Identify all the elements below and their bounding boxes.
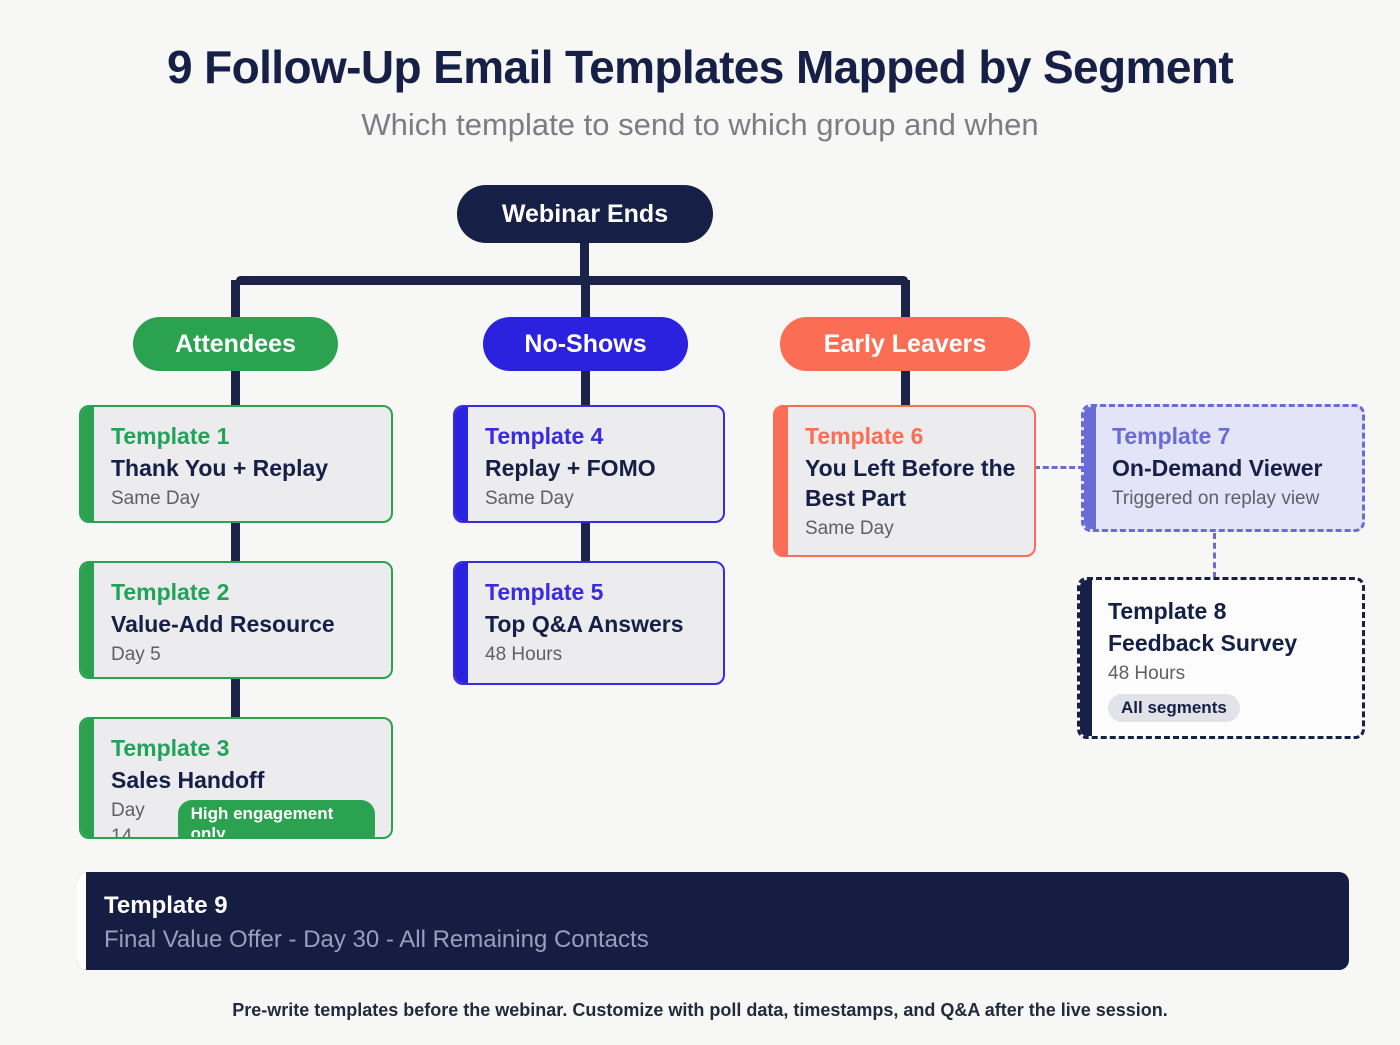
- template-card-2-timing: Day 5: [111, 644, 161, 665]
- template-card-5-label: Template 5: [485, 579, 604, 605]
- connector-t6-to-t7: [1034, 466, 1084, 469]
- template-card-6[interactable]: Template 6 You Left Before the Best Part…: [773, 405, 1036, 557]
- template-card-4-label: Template 4: [485, 423, 604, 449]
- template-card-5-name: Top Q&A Answers: [485, 611, 684, 637]
- card-accent-bar: [81, 407, 94, 521]
- template-card-7-name: On-Demand Viewer: [1112, 455, 1323, 481]
- node-webinar-ends-label: Webinar Ends: [501, 199, 669, 228]
- connector-drop-noshows: [581, 280, 590, 322]
- template-card-8-badge: All segments: [1108, 694, 1240, 722]
- segment-pill-no-shows-label: No-Shows: [524, 329, 647, 358]
- template-card-4-timing: Same Day: [485, 488, 574, 509]
- segment-pill-no-shows[interactable]: No-Shows: [483, 317, 688, 371]
- connector-drop-early: [901, 280, 910, 322]
- template-card-9-banner[interactable]: Template 9 Final Value Offer - Day 30 - …: [77, 872, 1349, 970]
- segment-pill-attendees[interactable]: Attendees: [133, 317, 338, 371]
- card-accent-bar: [455, 407, 468, 521]
- connector-t4-to-t5: [581, 520, 590, 574]
- card-accent-bar: [455, 563, 468, 683]
- connector-t1-to-t2: [231, 520, 240, 574]
- connector-early-to-t6: [901, 366, 910, 414]
- template-card-7[interactable]: Template 7 On-Demand Viewer Triggered on…: [1081, 404, 1365, 532]
- connector-t7-to-t8: [1213, 533, 1216, 578]
- connector-root-stem: [580, 243, 589, 278]
- footnote: Pre-write templates before the webinar. …: [232, 1000, 1168, 1020]
- segment-pill-early-leavers[interactable]: Early Leavers: [780, 317, 1030, 371]
- template-card-2-name: Value-Add Resource: [111, 611, 335, 637]
- connector-bus: [236, 276, 908, 285]
- template-card-8-timing: 48 Hours: [1108, 663, 1186, 684]
- template-card-7-label: Template 7: [1112, 423, 1231, 449]
- template-card-7-timing: Triggered on replay view: [1112, 488, 1320, 509]
- card-accent-bar: [1084, 407, 1096, 529]
- connector-drop-attendees: [231, 280, 240, 322]
- node-webinar-ends[interactable]: Webinar Ends: [457, 185, 713, 243]
- template-card-6-name: You Left Before the Best Part: [805, 455, 1016, 511]
- template-card-1-timing: Same Day: [111, 488, 200, 509]
- template-card-3-name: Sales Handoff: [111, 767, 265, 793]
- template-card-3-label: Template 3: [111, 735, 230, 761]
- template-card-8-label: Template 8: [1108, 598, 1227, 624]
- template-card-9-label: Template 9: [104, 892, 228, 919]
- page-subtitle: Which template to send to which group an…: [361, 107, 1039, 142]
- template-card-3-badge: High engagement only: [177, 800, 375, 837]
- template-card-3-timing: Day 14: [111, 800, 145, 839]
- template-card-3[interactable]: Template 3 Sales Handoff Day 14 High eng…: [79, 717, 393, 839]
- template-card-4[interactable]: Template 4 Replay + FOMO Same Day: [453, 405, 725, 523]
- template-card-2-label: Template 2: [111, 579, 230, 605]
- card-accent-bar: [775, 407, 788, 555]
- segment-pill-attendees-label: Attendees: [175, 329, 296, 358]
- template-card-5[interactable]: Template 5 Top Q&A Answers 48 Hours: [453, 561, 725, 685]
- template-card-6-label: Template 6: [805, 423, 924, 449]
- template-card-8-name: Feedback Survey: [1108, 630, 1298, 656]
- template-card-1-label: Template 1: [111, 423, 230, 449]
- banner-accent-bar: [77, 872, 86, 970]
- page-title: 9 Follow-Up Email Templates Mapped by Se…: [166, 41, 1234, 93]
- template-card-4-name: Replay + FOMO: [485, 455, 656, 481]
- template-card-9-detail: Final Value Offer - Day 30 - All Remaini…: [104, 926, 649, 953]
- connector-attendees-to-t1: [231, 366, 240, 414]
- template-card-8[interactable]: Template 8 Feedback Survey 48 Hours All …: [1077, 577, 1365, 739]
- card-accent-bar: [81, 563, 94, 677]
- card-accent-bar: [81, 719, 94, 837]
- template-card-1-name: Thank You + Replay: [111, 455, 329, 481]
- template-card-5-timing: 48 Hours: [485, 644, 563, 665]
- template-card-6-timing: Same Day: [805, 518, 894, 539]
- segment-pill-early-leavers-label: Early Leavers: [823, 329, 987, 358]
- connector-noshows-to-t4: [581, 366, 590, 414]
- connector-t2-to-t3: [231, 676, 240, 730]
- template-card-1[interactable]: Template 1 Thank You + Replay Same Day: [79, 405, 393, 523]
- template-card-2[interactable]: Template 2 Value-Add Resource Day 5: [79, 561, 393, 679]
- card-accent-bar: [1080, 580, 1092, 736]
